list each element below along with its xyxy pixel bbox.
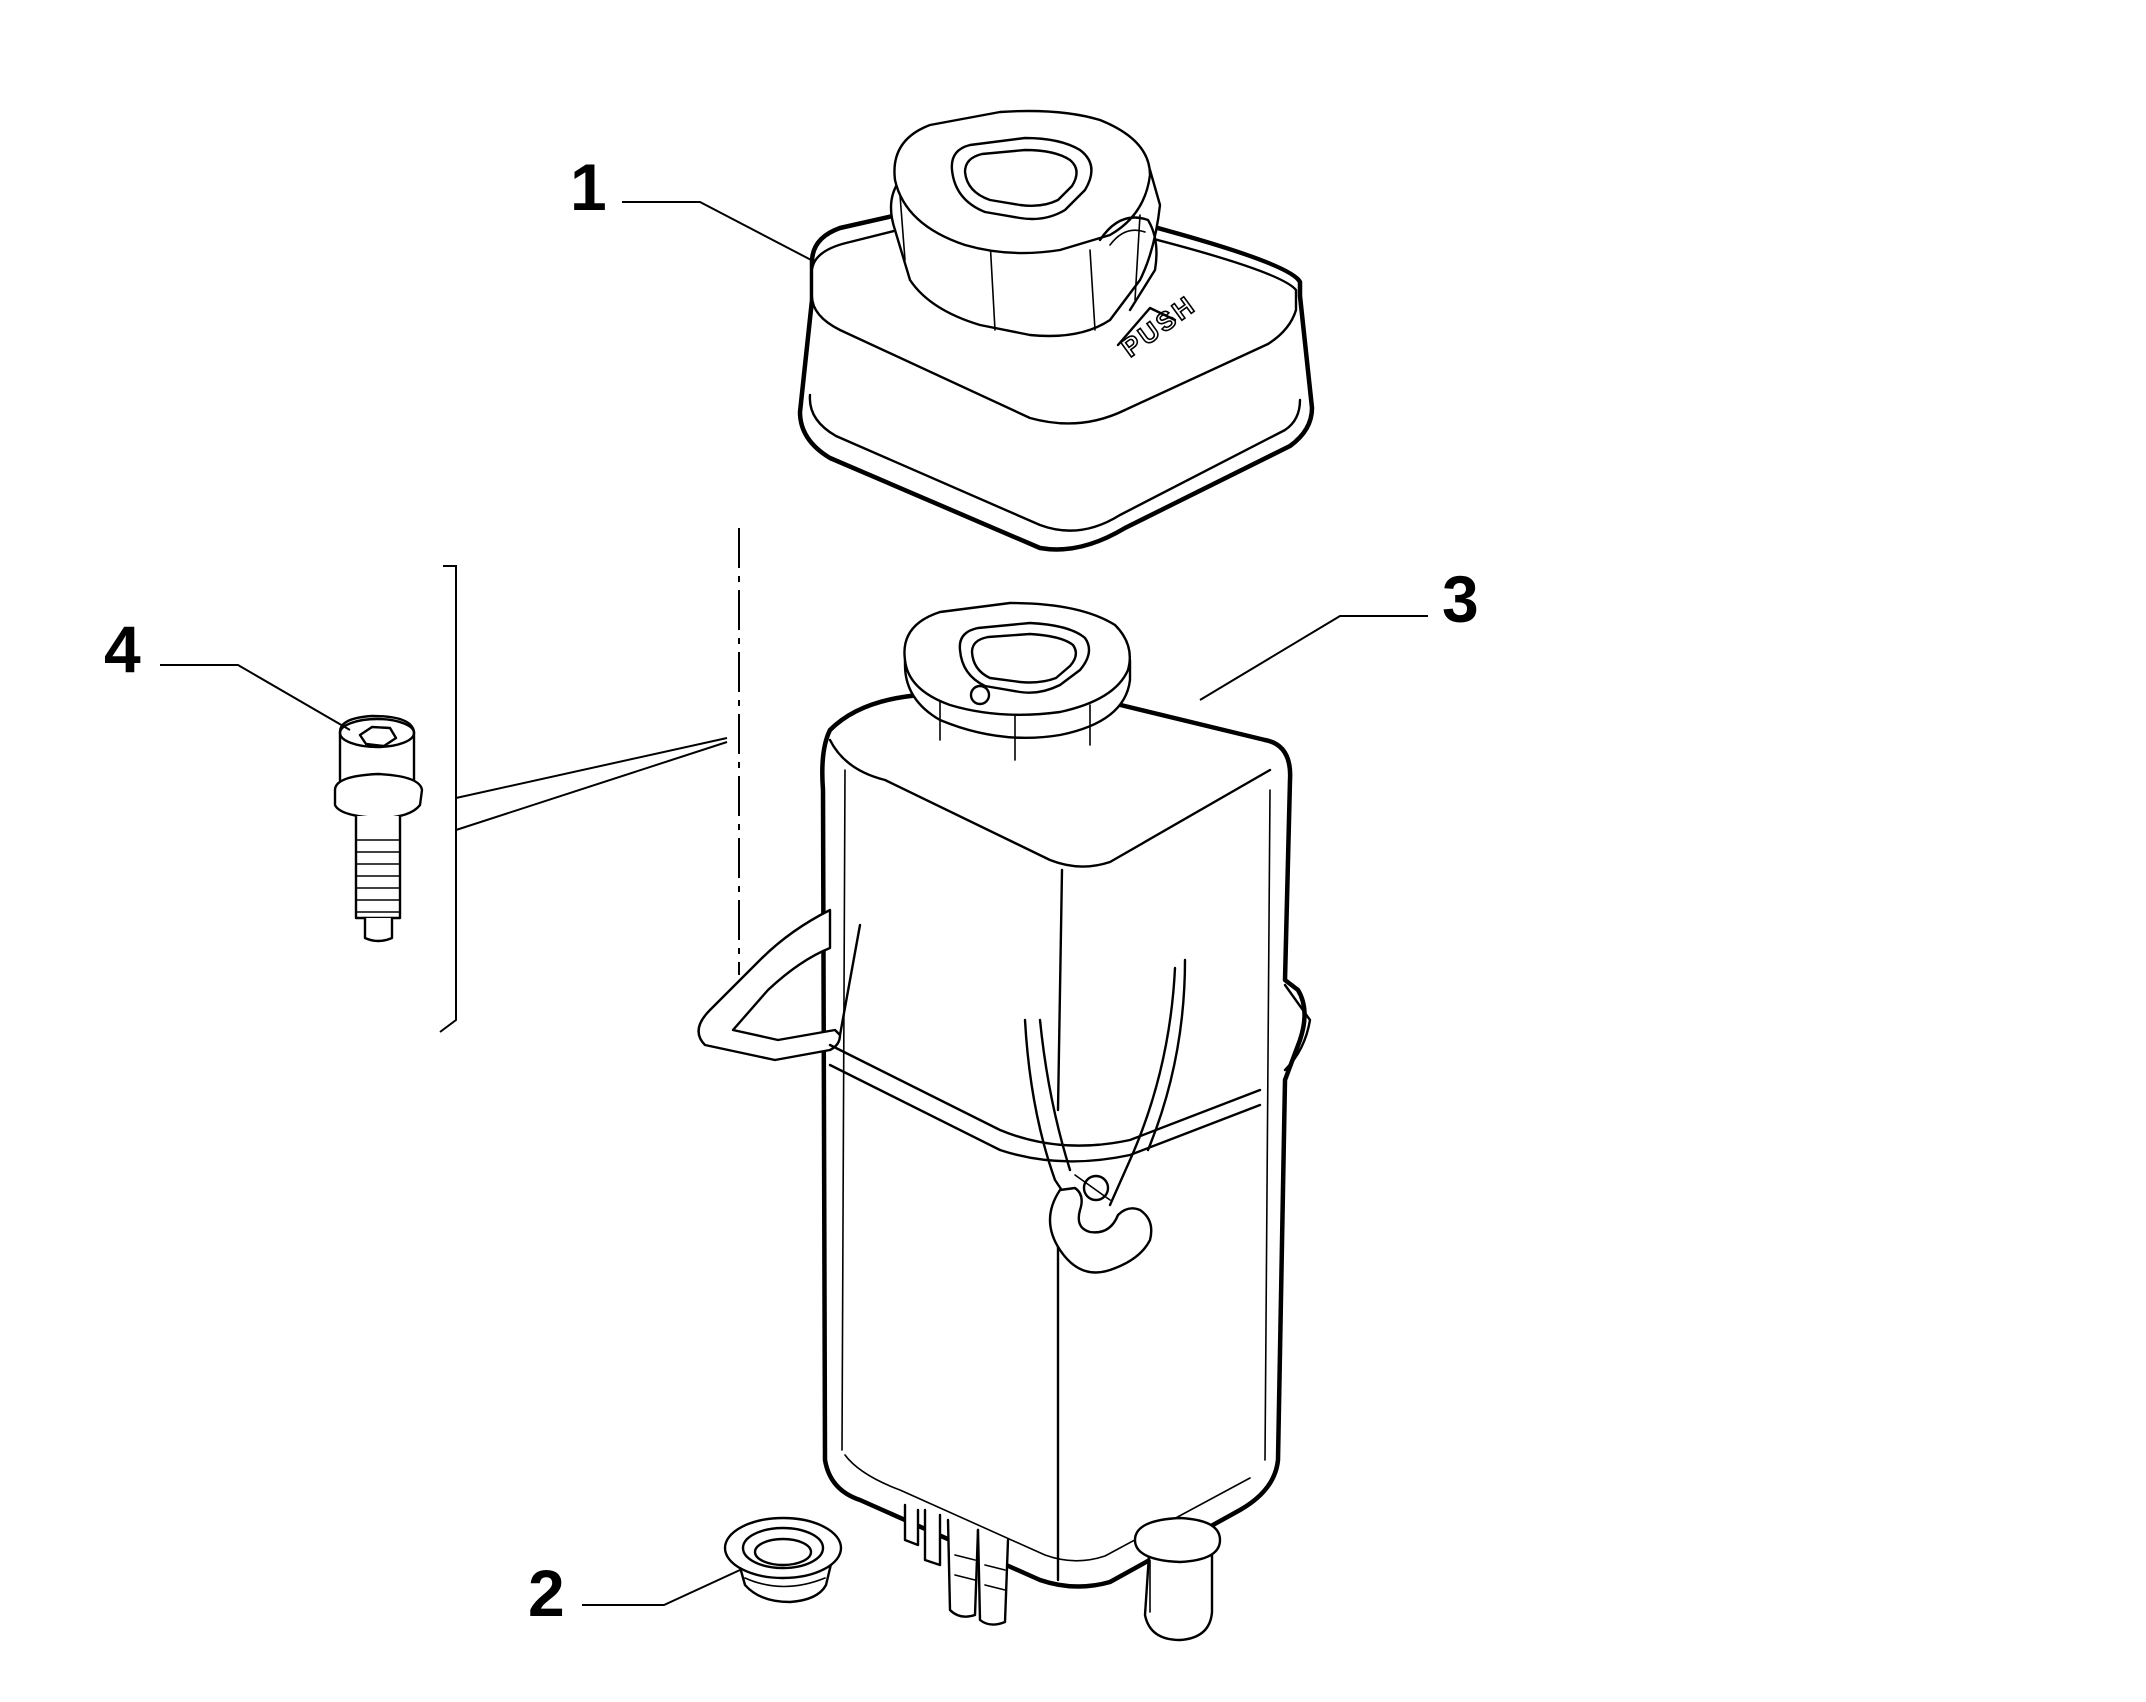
part-2-grommet[interactable] [723, 1516, 843, 1604]
callout-1: 1 [570, 150, 607, 224]
callout-leader-lines [160, 201, 1428, 1606]
assembly-indicator-lines [439, 528, 740, 1033]
callout-2: 2 [528, 1556, 565, 1630]
callout-3: 3 [1442, 562, 1479, 636]
part-3-reservoir-tank[interactable] [697, 601, 1312, 1642]
callout-labels: 1 2 3 4 [104, 150, 1479, 1630]
callout-4: 4 [104, 612, 141, 686]
part-4-bolt[interactable] [333, 714, 424, 943]
part-1-reservoir-cap[interactable]: PUSH [797, 109, 1315, 552]
